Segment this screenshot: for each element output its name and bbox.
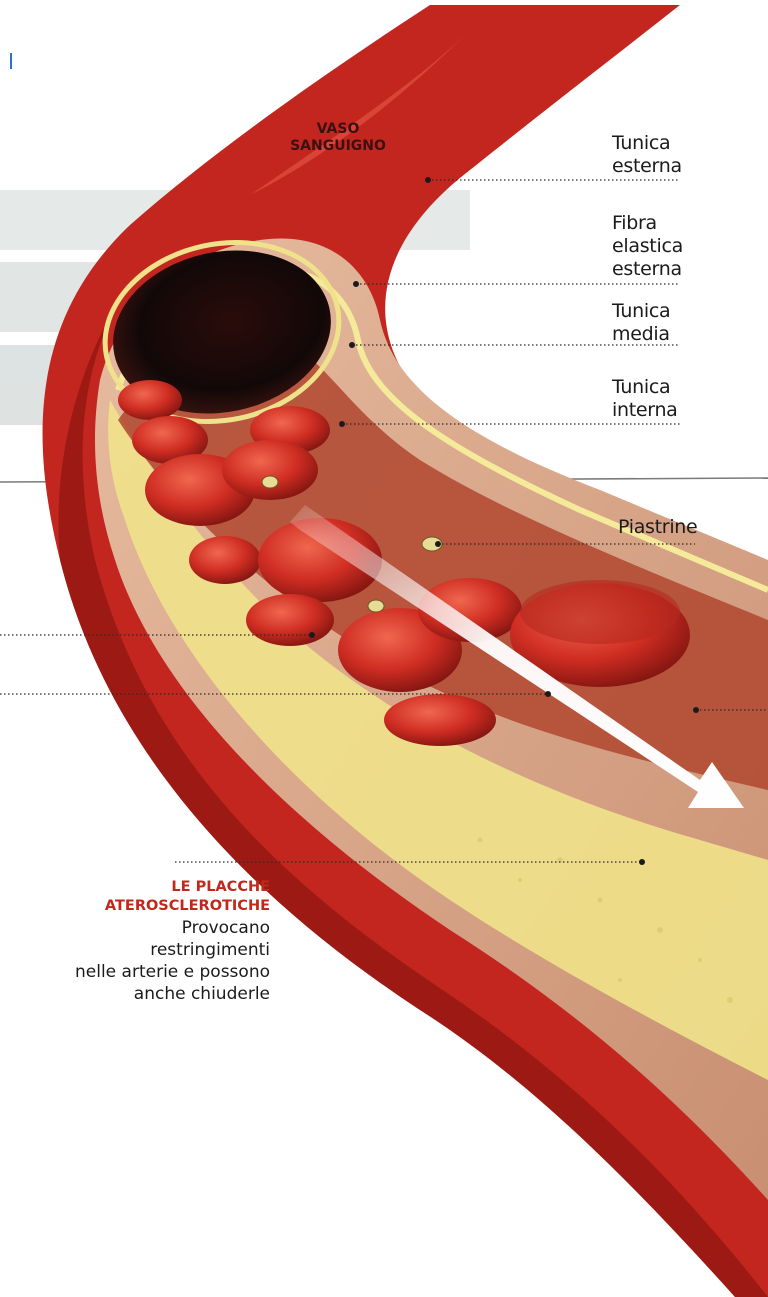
label-vaso-sanguigno: VASO SANGUIGNO [272, 121, 404, 155]
blood-cell [118, 380, 182, 420]
blood-cell [520, 580, 680, 644]
label-tunica-esterna: Tunica esterna [612, 132, 682, 178]
blood-cell [189, 536, 261, 584]
label-tunica-interna: Tunica interna [612, 376, 678, 422]
blood-cell [384, 694, 496, 746]
label-piastrine: Piastrine [618, 516, 697, 539]
plaque-title: LE PLACCHE ATEROSCLEROTICHE [105, 878, 270, 916]
blood-cell [222, 440, 318, 500]
label-tunica-media: Tunica media [612, 300, 670, 346]
blood-cell [246, 594, 334, 646]
plaque-description: Provocano restringimenti nelle arterie e… [75, 917, 270, 1005]
label-fibra-elastica-esterna: Fibra elastica esterna [612, 212, 683, 281]
